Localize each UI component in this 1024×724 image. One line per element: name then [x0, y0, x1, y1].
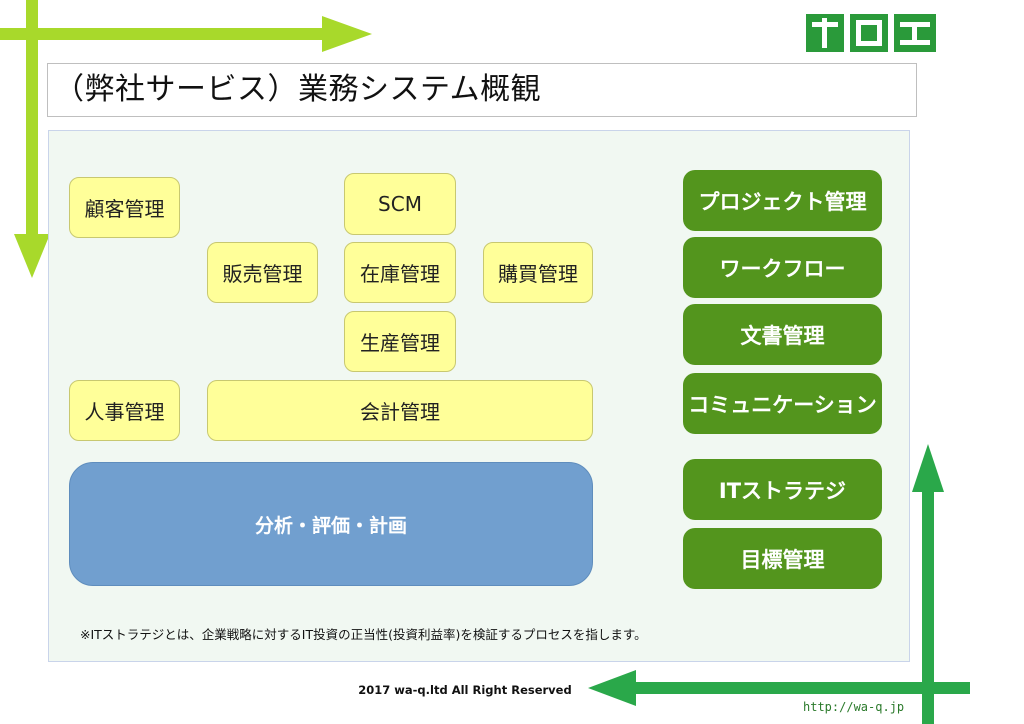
lime-arrow-right-head — [322, 16, 372, 52]
inventory-management-box: 在庫管理 — [344, 242, 456, 303]
page-title: （弊社サービス）業務システム概観 — [47, 63, 917, 117]
communication-box: コミュニケーション — [683, 373, 882, 434]
production-management-box: 生産管理 — [344, 311, 456, 372]
copyright-text: 2017 wa-q.ltd All Right Reserved — [358, 683, 572, 697]
analysis-evaluation-planning-box: 分析・評価・計画 — [69, 462, 593, 586]
customer-management-box: 顧客管理 — [69, 177, 180, 238]
it-strategy-box: ITストラテジ — [683, 459, 882, 520]
accounting-management-box: 会計管理 — [207, 380, 593, 441]
green-arrow-horizontal — [630, 682, 970, 694]
lime-arrow-vertical — [26, 0, 38, 240]
it-strategy-note: ※ITストラテジとは、企業戦略に対するIT投資の正当性(投資利益率)を検証するプ… — [80, 627, 647, 642]
website-url: http://wa-q.jp — [803, 700, 905, 714]
target-management-box: 目標管理 — [683, 528, 882, 589]
lime-arrow-horizontal — [0, 28, 330, 40]
scm-box: SCM — [344, 173, 456, 235]
project-management-box: プロジェクト管理 — [683, 170, 882, 231]
document-management-box: 文書管理 — [683, 304, 882, 365]
workflow-box: ワークフロー — [683, 237, 882, 298]
lime-arrow-down-head — [14, 234, 50, 278]
hr-management-box: 人事管理 — [69, 380, 180, 441]
company-logo — [802, 10, 940, 56]
sales-management-box: 販売管理 — [207, 242, 318, 303]
green-arrow-up-head — [912, 444, 944, 492]
green-arrow-vertical — [922, 488, 934, 724]
green-arrow-left-head — [588, 670, 636, 706]
purchasing-management-box: 購買管理 — [483, 242, 593, 303]
